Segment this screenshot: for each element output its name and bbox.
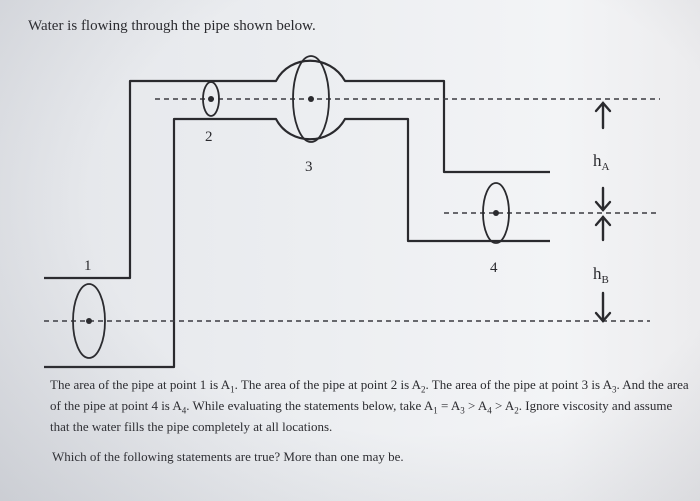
para-sub: 2 <box>421 384 426 395</box>
center-dots <box>86 96 499 324</box>
para-text: . While evaluating the statements below,… <box>186 398 434 413</box>
center-dot-3 <box>308 96 314 102</box>
pipe-inner-wall <box>44 117 550 369</box>
cross-section-2 <box>202 81 220 117</box>
para-text: . The area of the pipe at point 3 is A <box>425 377 612 392</box>
cross-section-1 <box>72 283 106 359</box>
ha-arrow-up-head <box>594 101 612 113</box>
para-sub: 1 <box>230 384 235 395</box>
para-sub: 4 <box>181 405 187 416</box>
para-text: > A <box>464 398 488 413</box>
center-dot-4 <box>493 210 499 216</box>
center-dot-2 <box>208 96 214 102</box>
hb-label: hB <box>593 264 609 286</box>
center-dot-1 <box>86 318 92 324</box>
para-text: . Ignore viscosity and assume that the w… <box>50 398 673 434</box>
cross-section-4 <box>482 182 510 244</box>
hb-arrow-down-head <box>594 311 612 323</box>
para-sub: 3 <box>611 384 617 395</box>
para-text: . And the area of the pipe at point 4 is… <box>50 377 689 413</box>
height-arrows <box>594 101 612 323</box>
intro-text: Water is flowing through the pipe shown … <box>28 18 316 34</box>
para-sub: 3 <box>460 405 465 416</box>
ha-label: hA <box>593 151 610 173</box>
para-text: = A <box>437 398 461 413</box>
point-label-2: 2 <box>205 129 213 145</box>
para-sub: 2 <box>514 405 519 416</box>
point-label-1: 1 <box>84 258 92 274</box>
para-text: . The area of the pipe at point 2 is A <box>234 377 422 392</box>
pipe-outer-wall <box>44 59 550 280</box>
reference-lines <box>44 98 660 322</box>
point-label-3: 3 <box>305 159 313 175</box>
question-text: Which of the following statements are tr… <box>52 449 404 464</box>
para-sub: 4 <box>487 405 492 416</box>
problem-paragraph: The area of the pipe at point 1 is A1. T… <box>50 374 690 437</box>
cross-section-3 <box>292 55 330 143</box>
cross-sections <box>72 55 510 359</box>
hb-arrow-up-head <box>594 215 612 227</box>
pipe-outline <box>44 59 550 369</box>
para-text: > A <box>491 398 515 413</box>
para-sub: 1 <box>433 405 438 416</box>
para-text: The area of the pipe at point 1 is A <box>50 377 231 392</box>
ha-arrow-down-head <box>594 200 612 212</box>
point-label-4: 4 <box>490 260 498 276</box>
